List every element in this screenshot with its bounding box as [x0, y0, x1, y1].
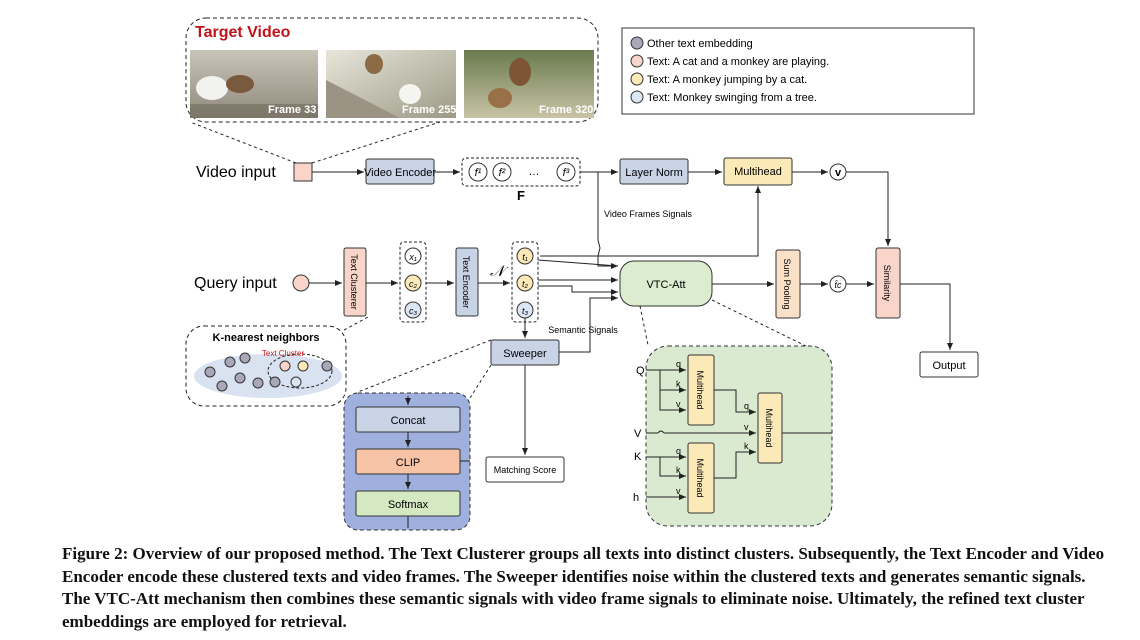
- output-label: Output: [932, 360, 965, 372]
- target-video-title: Target Video: [195, 24, 291, 41]
- svg-text:q: q: [676, 446, 681, 456]
- text-clusterer-label: Text Clusterer: [349, 254, 359, 310]
- svg-text:Text: A monkey jumping by a ca: Text: A monkey jumping by a cat.: [647, 74, 807, 86]
- token-t2: t₂: [516, 274, 534, 292]
- clip-label: CLIP: [396, 457, 420, 469]
- query-input-label: Query input: [194, 275, 277, 292]
- vtc-att-detail-callout: [645, 345, 833, 527]
- vtc-att-label: VTC-Att: [646, 279, 685, 291]
- svg-text:v: v: [676, 486, 681, 496]
- svg-text:Text: A cat and a monkey are p: Text: A cat and a monkey are playing.: [647, 56, 829, 68]
- svg-text:k: k: [676, 379, 681, 389]
- svg-text:f¹: f¹: [475, 167, 482, 179]
- similarity-block: [875, 247, 901, 319]
- svg-text:v: v: [744, 422, 749, 432]
- target-video-callout: [185, 17, 599, 123]
- softmax-label: Softmax: [388, 499, 429, 511]
- svg-text:Text: Monkey swinging from a t: Text: Monkey swinging from a tree.: [647, 92, 817, 104]
- multihead-a-label: Multihead: [695, 370, 705, 409]
- output-block: [919, 351, 979, 378]
- legend-box: [621, 27, 975, 115]
- svg-text:t₃: t₃: [522, 306, 529, 316]
- legend-item-cat-monkey: Text: A cat and a monkey are playing.: [630, 54, 829, 68]
- V-label: V: [634, 428, 642, 440]
- frame-ellipsis: …: [529, 166, 540, 178]
- N-symbol: 𝒩: [490, 263, 509, 280]
- sweeper-label: Sweeper: [503, 348, 547, 360]
- layer-norm-label: Layer Norm: [625, 167, 682, 179]
- svg-text:f³: f³: [563, 167, 570, 179]
- method-overview-diagram: Target Video Frame 33 Frame 255 Frame 32…: [185, 17, 979, 531]
- knn-title: K-nearest neighbors: [213, 332, 320, 344]
- text-cluster-label: Text Cluster: [262, 349, 305, 358]
- token-t1: t₁: [516, 247, 534, 265]
- multihead-b-label: Multihead: [695, 458, 705, 497]
- video-input-node: [293, 162, 313, 182]
- text-encoder-block: [455, 247, 479, 317]
- legend-item-monkey-swinging: Text: Monkey swinging from a tree.: [630, 90, 817, 104]
- legend-item-monkey-jumping: Text: A monkey jumping by a cat.: [630, 72, 807, 86]
- svg-text:Other text embedding: Other text embedding: [647, 38, 753, 50]
- svg-text:k: k: [676, 465, 681, 475]
- svg-text:v: v: [835, 167, 842, 179]
- svg-text:c₃: c₃: [409, 306, 418, 316]
- sum-pooling-label: Sum Pooling: [782, 258, 792, 309]
- K-label: K: [634, 451, 642, 463]
- concat-label: Concat: [391, 415, 426, 427]
- frame-feature-f2: f²: [492, 162, 512, 182]
- multihead-c-label: Multihead: [764, 408, 774, 447]
- multihead-top-label: Multihead: [734, 166, 782, 178]
- knn-points: [204, 352, 333, 392]
- video-encoder-label: Video Encoder: [364, 167, 436, 179]
- figure-caption: Figure 2: Overview of our proposed metho…: [62, 544, 1105, 631]
- svg-text:t₁: t₁: [522, 252, 528, 262]
- legend-item-other: Other text embedding: [630, 36, 753, 50]
- cluster-c2: c₂: [404, 274, 422, 292]
- video-input-label: Video input: [196, 164, 276, 181]
- frame-label: Frame 255: [402, 104, 456, 116]
- matching-score-block: [485, 456, 565, 483]
- svg-text:x₁: x₁: [408, 252, 417, 262]
- multihead-c-block: [757, 392, 783, 464]
- svg-text:q: q: [744, 401, 749, 411]
- cluster-c3: c₃: [404, 301, 422, 319]
- frame-feature-f1: f¹: [468, 162, 488, 182]
- frame-label: Frame 320: [539, 104, 593, 116]
- svg-text:f²: f²: [499, 167, 506, 179]
- text-encoder-label: Text Encoder: [461, 256, 471, 309]
- svg-text:v: v: [676, 399, 681, 409]
- video-frame-2: Frame 255: [326, 50, 456, 118]
- text-clusterer-block: [343, 247, 367, 317]
- text-cluster-ring: [267, 353, 333, 389]
- embedding-space: [194, 354, 342, 398]
- attention-port-labels: q k v q k v q v k: [676, 359, 749, 496]
- F-label: F: [517, 188, 525, 203]
- query-input-node: [292, 274, 310, 292]
- svg-text:q: q: [676, 359, 681, 369]
- svg-text:c₂: c₂: [409, 279, 418, 289]
- cluster-group: [399, 241, 427, 323]
- svg-text:k: k: [744, 441, 749, 451]
- Q-label: Q: [636, 365, 645, 377]
- svg-text:t₂: t₂: [522, 279, 529, 289]
- cluster-x1: x₁: [404, 247, 422, 265]
- token-t3: t₃: [516, 301, 534, 319]
- frame-label: Frame 33: [268, 104, 316, 116]
- video-frame-1: Frame 33: [190, 50, 318, 118]
- similarity-label: Similarity: [882, 265, 892, 302]
- semantic-signals-label: Semantic Signals: [548, 325, 618, 335]
- video-frames-signals-label: Video Frames Signals: [604, 209, 692, 219]
- svg-text:t̂c: t̂c: [834, 280, 842, 290]
- matching-score-label: Matching Score: [494, 465, 557, 475]
- frame-feature-f3: f³: [556, 162, 576, 182]
- h-label: h: [633, 492, 639, 504]
- video-frame-3: Frame 320: [464, 50, 594, 118]
